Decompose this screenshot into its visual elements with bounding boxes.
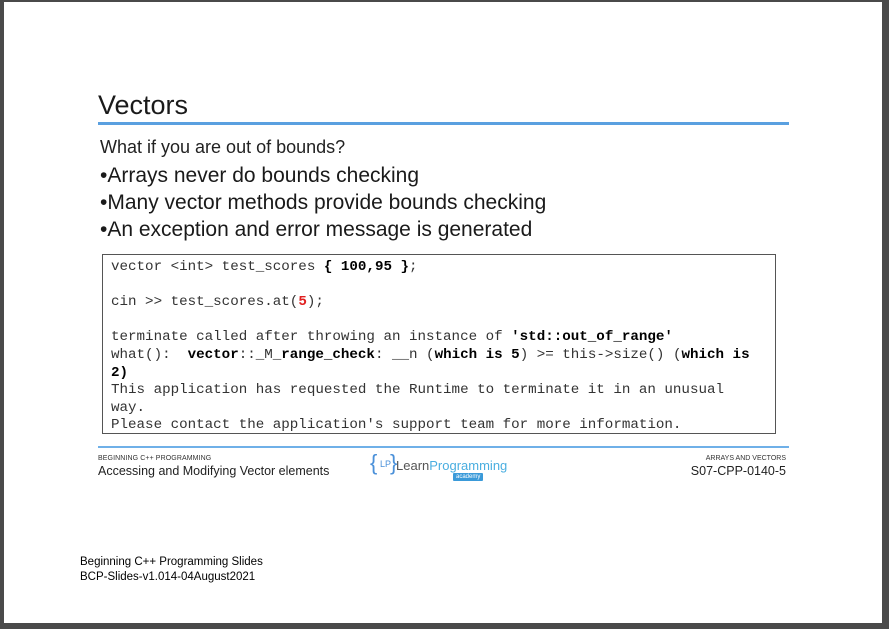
slide-code: S07-CPP-0140-5 xyxy=(690,464,786,478)
code-line: what(): vector::_M_range_check: __n (whi… xyxy=(111,346,750,363)
footer-divider xyxy=(98,446,789,448)
lesson-title: Accessing and Modifying Vector elements xyxy=(98,464,330,478)
code-line: way. xyxy=(111,399,146,416)
code-line: Please contact the application's support… xyxy=(111,417,682,434)
document-note: Beginning C++ Programming Slides BCP-Sli… xyxy=(80,555,263,585)
code-line: This application has requested the Runti… xyxy=(111,382,724,399)
code-line: terminate called after throwing an insta… xyxy=(111,329,673,346)
slide-subtitle: What if you are out of bounds? xyxy=(100,137,346,157)
code-example-box: vector <int> test_scores { 100,95 }; cin… xyxy=(102,254,776,434)
course-label: BEGINNING C++ PROGRAMMING xyxy=(98,455,212,462)
code-line: vector <int> test_scores { 100,95 }; xyxy=(111,259,418,275)
section-label: ARRAYS AND VECTORS xyxy=(705,455,786,462)
document-title: Beginning C++ Programming Slides xyxy=(80,556,263,568)
title-divider xyxy=(98,122,789,125)
bullet-item: •Arrays never do bounds checking xyxy=(100,164,420,187)
code-line: cin >> test_scores.at(5); xyxy=(111,294,324,311)
document-version: BCP-Slides-v1.014-04August2021 xyxy=(80,571,256,583)
slide-page: Vectors What if you are out of bounds? •… xyxy=(4,2,882,623)
bullet-item: •Many vector methods provide bounds chec… xyxy=(100,191,547,214)
code-line: 2) xyxy=(111,364,129,381)
brace-icon: } xyxy=(390,450,398,475)
bullet-list: •Arrays never do bounds checking •Many v… xyxy=(100,162,546,243)
slide-title: Vectors xyxy=(98,90,189,120)
brace-icon: { xyxy=(370,450,378,475)
bullet-item: •An exception and error message is gener… xyxy=(100,218,533,241)
